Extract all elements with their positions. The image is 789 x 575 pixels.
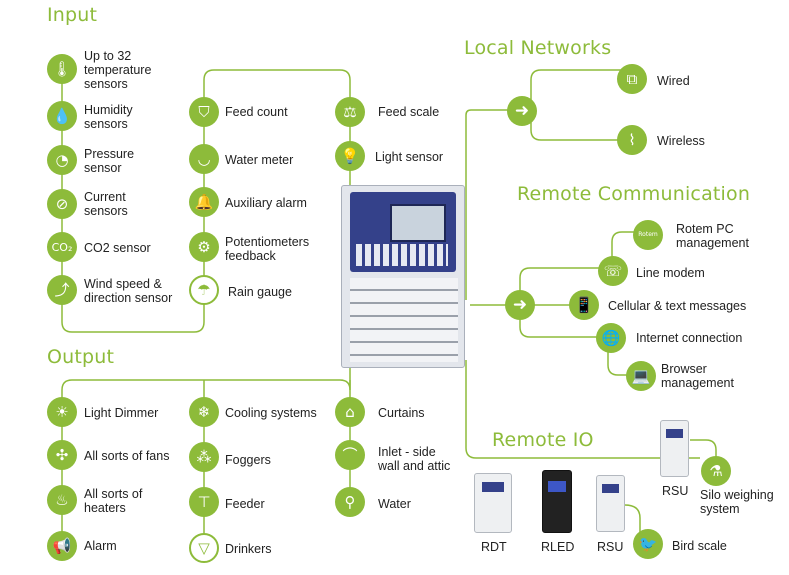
snowflake-icon: ❄ xyxy=(189,397,219,427)
input-item-auxiliary-alarm-label: Auxiliary alarm xyxy=(225,196,307,210)
output-item-light-dimmer-label: Light Dimmer xyxy=(84,406,159,420)
remote-comm-modem-label: Line modem xyxy=(636,266,705,280)
input-item-wind-label: Wind speed & direction sensor xyxy=(84,277,173,305)
remote-io-silo-label: Silo weighing system xyxy=(700,488,774,516)
local-network-wired-label: Wired xyxy=(657,74,690,88)
controller-keypad xyxy=(356,244,448,266)
wind-vane-icon: ⤴ xyxy=(47,275,77,305)
output-item-feeder-label: Feeder xyxy=(225,497,265,511)
light-bulb-icon: 💡 xyxy=(335,141,365,171)
rsu-device-top-display xyxy=(666,429,683,438)
light-dimmer-icon: ☀ xyxy=(47,397,77,427)
remote-communication-arrow-icon: ➜ xyxy=(505,290,535,320)
humidity-drop-icon: 💧 xyxy=(47,101,77,131)
inlet-icon: ⌒ xyxy=(335,440,365,470)
input-item-potentiometers-label: Potentiometers feedback xyxy=(225,235,310,263)
fogger-icon: ⁂ xyxy=(189,442,219,472)
input-item-light-sensor-label: Light sensor xyxy=(375,150,444,164)
section-title-remote-communication: Remote Communication xyxy=(517,183,751,205)
output-item-water-label: Water xyxy=(378,497,411,511)
remote-comm-browser-label: Browser management xyxy=(661,362,734,390)
curtain-icon: ⌂ xyxy=(335,397,365,427)
remote-io-device-rled-label: RLED xyxy=(541,540,575,554)
remote-io-device-rsu-top-label: RSU xyxy=(662,484,689,498)
remote-comm-cellular-label: Cellular & text messages xyxy=(608,299,747,313)
output-item-drinkers-label: Drinkers xyxy=(225,542,272,556)
local-network-wireless-label: Wireless xyxy=(657,134,705,148)
remote-io-device-rsu-bottom-label: RSU xyxy=(597,540,624,554)
remote-comm-pc-label: Rotem PC management xyxy=(676,222,749,250)
bird-scale-icon: 🐦 xyxy=(633,529,663,559)
controller-screen xyxy=(390,204,446,242)
main-controller-unit xyxy=(341,185,465,368)
input-item-current-label: Current sensors xyxy=(84,190,128,218)
rled-device-display xyxy=(548,481,566,492)
pressure-gauge-icon: ◔ xyxy=(47,145,77,175)
line-modem-icon: ☏ xyxy=(598,256,628,286)
pc-monitor-icon: Rotem xyxy=(633,220,663,250)
output-item-foggers-label: Foggers xyxy=(225,453,271,467)
potentiometer-icon: ⚙ xyxy=(189,232,219,262)
rsu-device-bottom xyxy=(596,475,625,532)
fan-icon: ✣ xyxy=(47,440,77,470)
wired-network-icon: ⧉ xyxy=(617,64,647,94)
feed-scale-icon: ⚖ xyxy=(335,97,365,127)
feeder-icon: ⊤ xyxy=(189,487,219,517)
globe-icon: 🌐 xyxy=(596,323,626,353)
input-item-temperature-label: Up to 32 temperature sensors xyxy=(84,49,152,91)
rsu-device-bottom-display xyxy=(602,484,619,493)
current-meter-icon: ⊘ xyxy=(47,189,77,219)
rdt-device xyxy=(474,473,512,533)
pc-monitor-icon-text: Rotem xyxy=(638,231,658,238)
alarm-icon: 🔔 xyxy=(189,187,219,217)
water-meter-icon: ◡ xyxy=(189,144,219,174)
rain-gauge-icon: ☂ xyxy=(189,275,219,305)
rled-device xyxy=(542,470,572,533)
feed-count-icon: ⛉ xyxy=(189,97,219,127)
input-item-pressure-label: Pressure sensor xyxy=(84,147,135,175)
rsu-device-top xyxy=(660,420,689,477)
heater-icon: ♨ xyxy=(47,485,77,515)
alarm-siren-icon: 📢 xyxy=(47,531,77,561)
local-networks-arrow-icon: ➜ xyxy=(507,96,537,126)
co2-icon: CO₂ xyxy=(47,232,77,262)
silo-weighing-icon: ⚗ xyxy=(701,456,731,486)
rdt-device-display xyxy=(482,482,504,492)
input-item-co2-label: CO2 sensor xyxy=(84,241,151,255)
section-title-local-networks: Local Networks xyxy=(464,37,612,59)
input-item-rain-gauge-label: Rain gauge xyxy=(228,285,292,299)
input-item-humidity-label: Humidity sensors xyxy=(84,103,133,131)
drinker-icon: ▽ xyxy=(189,533,219,563)
section-title-remote-io: Remote IO xyxy=(492,429,594,451)
controller-terminal-rows xyxy=(350,278,458,362)
output-item-curtains-label: Curtains xyxy=(378,406,425,420)
output-item-alarm-label: Alarm xyxy=(84,539,117,553)
output-item-fans-label: All sorts of fans xyxy=(84,449,170,463)
section-title-output: Output xyxy=(47,346,115,368)
remote-io-device-rdt-label: RDT xyxy=(481,540,507,554)
output-item-cooling-label: Cooling systems xyxy=(225,406,317,420)
input-item-water-meter-label: Water meter xyxy=(225,153,294,167)
cellular-phone-icon: 📱 xyxy=(569,290,599,320)
input-item-feed-count-label: Feed count xyxy=(225,105,288,119)
section-title-input: Input xyxy=(47,4,98,26)
output-item-inlet-label: Inlet - side wall and attic xyxy=(378,445,451,473)
input-item-feed-scale-label: Feed scale xyxy=(378,105,440,119)
browser-laptop-icon: 💻 xyxy=(626,361,656,391)
remote-comm-internet-label: Internet connection xyxy=(636,331,743,345)
water-tap-icon: ⚲ xyxy=(335,487,365,517)
output-item-heaters-label: All sorts of heaters xyxy=(84,487,143,515)
remote-io-bird-scale-label: Bird scale xyxy=(672,539,727,553)
thermometer-icon: 🌡 xyxy=(47,54,77,84)
wireless-network-icon: ⌇ xyxy=(617,125,647,155)
